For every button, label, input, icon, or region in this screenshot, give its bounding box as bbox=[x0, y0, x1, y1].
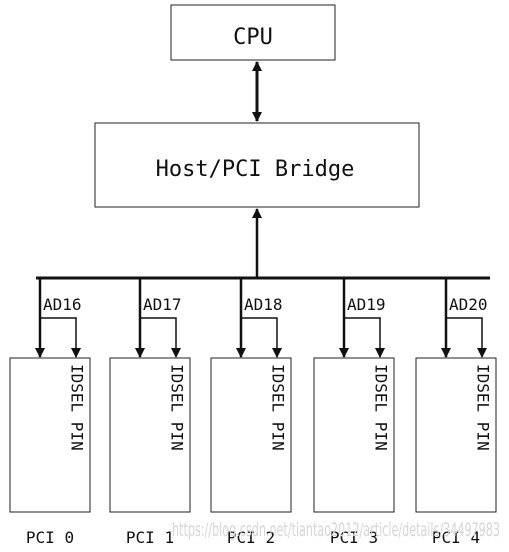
pci-slot-2-idsel-label: IDSEL PIN bbox=[269, 364, 288, 451]
pci-slot-2-name: PCI 2 bbox=[227, 528, 275, 547]
pci-slot-0-idsel-label: IDSEL PIN bbox=[68, 364, 87, 451]
bridge-label: Host/PCI Bridge bbox=[156, 157, 355, 182]
pci-slot-2-signal-label: AD18 bbox=[244, 295, 283, 314]
pci-slot-3-idsel-arrow bbox=[344, 317, 385, 358]
cpu-box bbox=[170, 4, 336, 61]
pci-slot-3-box bbox=[313, 357, 395, 513]
cpu-label: CPU bbox=[233, 25, 273, 50]
pci-slot-2-idsel-arrow bbox=[241, 317, 282, 358]
pci-slot-3-idsel-label: IDSEL PIN bbox=[372, 364, 391, 451]
pci-slot-1-idsel-label: IDSEL PIN bbox=[168, 364, 187, 451]
pci-slot-0-signal-label: AD16 bbox=[43, 295, 82, 314]
bridge-box bbox=[94, 122, 420, 208]
pci-slot-1-box bbox=[109, 357, 191, 513]
pci-slot-1-idsel-arrow bbox=[140, 317, 181, 358]
pci-slot-4-signal-label: AD20 bbox=[449, 295, 488, 314]
watermark: https://blog.csdn.net/tiantao2012/articl… bbox=[172, 519, 500, 541]
pci-slot-4-box bbox=[415, 357, 497, 513]
pci-slot-0-box bbox=[9, 357, 91, 513]
pci-slot-3-name: PCI 3 bbox=[330, 528, 378, 547]
pci-slot-0-name: PCI 0 bbox=[26, 528, 74, 547]
pci-slot-3-signal-label: AD19 bbox=[347, 295, 386, 314]
pci-slot-1-signal-label: AD17 bbox=[143, 295, 182, 314]
pci-slot-4-idsel-arrow bbox=[446, 317, 487, 358]
pci-slot-4-name: PCI 4 bbox=[432, 528, 480, 547]
pci-slot-2-box bbox=[210, 357, 292, 513]
pci-slot-0-idsel-arrow bbox=[40, 317, 81, 358]
pci-slot-1-name: PCI 1 bbox=[126, 528, 174, 547]
pci-slot-4-idsel-label: IDSEL PIN bbox=[474, 364, 493, 451]
